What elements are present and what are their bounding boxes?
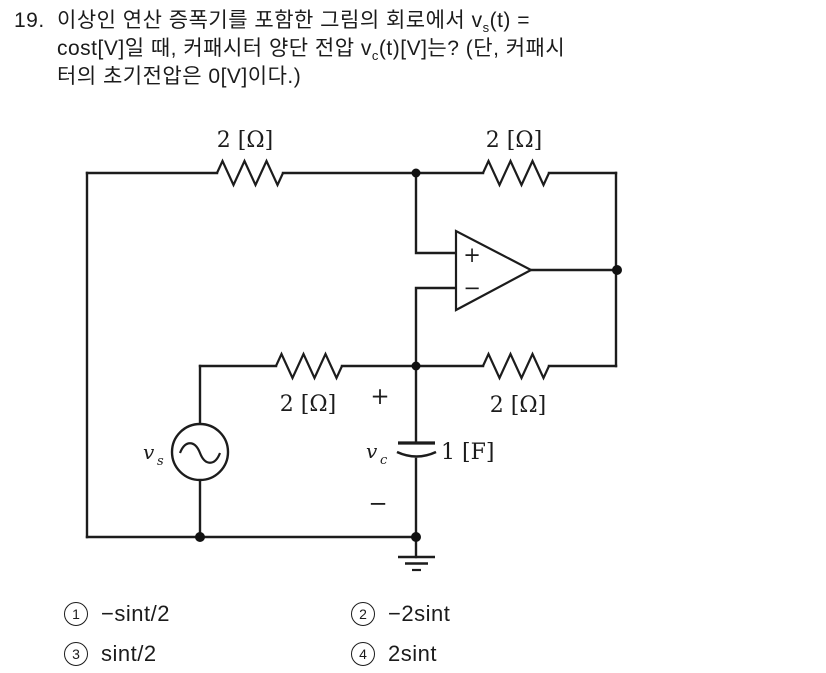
junction-dot	[411, 361, 421, 371]
option-2-text: −2sint	[388, 601, 451, 626]
wire-opamp-plus-input	[414, 171, 458, 255]
resistor-top-left	[216, 158, 284, 188]
vs-subscript: s	[482, 20, 490, 36]
resistor-top-right	[482, 158, 550, 188]
option-4-marker: 4	[351, 642, 375, 666]
resistor-bottom-left	[275, 351, 343, 381]
junction-dot	[195, 532, 205, 542]
source-label-sub: s	[157, 454, 164, 469]
junction-dot	[411, 168, 421, 178]
question-line-1: 이상인 연산 증폭기를 포함한 그림의 회로에서 vs(t) =	[57, 7, 565, 35]
question-line-3: 터의 초기전압은 0[V]이다.)	[57, 65, 302, 88]
answer-option-1: 1 −sint/2	[64, 601, 170, 627]
resistor-label-bottom-left: 2 [Ω]	[280, 392, 336, 417]
resistor-bottom-right	[482, 351, 550, 381]
source-label-v: v	[143, 440, 155, 464]
capacitor-plate-bottom	[396, 450, 437, 458]
capacitor-value-label: 1 [F]	[441, 440, 494, 465]
vc-subscript: c	[371, 48, 379, 64]
wire-opamp-minus-input	[414, 286, 458, 368]
capacitor-plus-sign: +	[370, 384, 389, 410]
capacitor-label-v: v	[366, 439, 378, 463]
capacitor-minus-sign: −	[368, 491, 387, 517]
opamp-plus-sign: +	[463, 243, 481, 267]
sine-wave-icon	[178, 442, 222, 464]
option-4-text: 2sint	[388, 641, 437, 666]
option-3-text: sint/2	[101, 641, 157, 666]
question-line-2: cost[V]일 때, 커패시터 양단 전압 vc(t)[V]는? (단, 커패…	[57, 35, 565, 63]
question-line1-text: 이상인 연산 증폭기를 포함한 그림의 회로에서 v	[57, 9, 483, 32]
question-number: 19.	[14, 9, 45, 32]
question-block: 19. 이상인 연산 증폭기를 포함한 그림의 회로에서 vs(t) = cos…	[14, 7, 774, 91]
resistor-label-top-left: 2 [Ω]	[217, 128, 273, 153]
resistor-label-top-right: 2 [Ω]	[486, 128, 542, 153]
option-2-marker: 2	[351, 602, 375, 626]
question-text: 이상인 연산 증폭기를 포함한 그림의 회로에서 vs(t) = cost[V]…	[57, 7, 565, 91]
question-line1-tail: (t) =	[489, 9, 531, 32]
opamp-minus-sign: −	[463, 276, 481, 300]
resistor-label-bottom-right: 2 [Ω]	[490, 393, 546, 418]
junction-dot	[411, 532, 421, 542]
answer-option-2: 2 −2sint	[351, 601, 450, 627]
junction-dot	[612, 265, 622, 275]
question-line2-tail: (t)[V]는? (단, 커패시	[378, 37, 566, 60]
question-line2-text: cost[V]일 때, 커패시터 양단 전압 v	[57, 37, 372, 60]
opamp-icon	[454, 229, 534, 312]
option-3-marker: 3	[64, 642, 88, 666]
capacitor-label-sub: c	[380, 453, 388, 468]
option-1-marker: 1	[64, 602, 88, 626]
answer-option-4: 4 2sint	[351, 641, 437, 667]
option-1-text: −sint/2	[101, 601, 170, 626]
answer-option-3: 3 sint/2	[64, 641, 157, 667]
